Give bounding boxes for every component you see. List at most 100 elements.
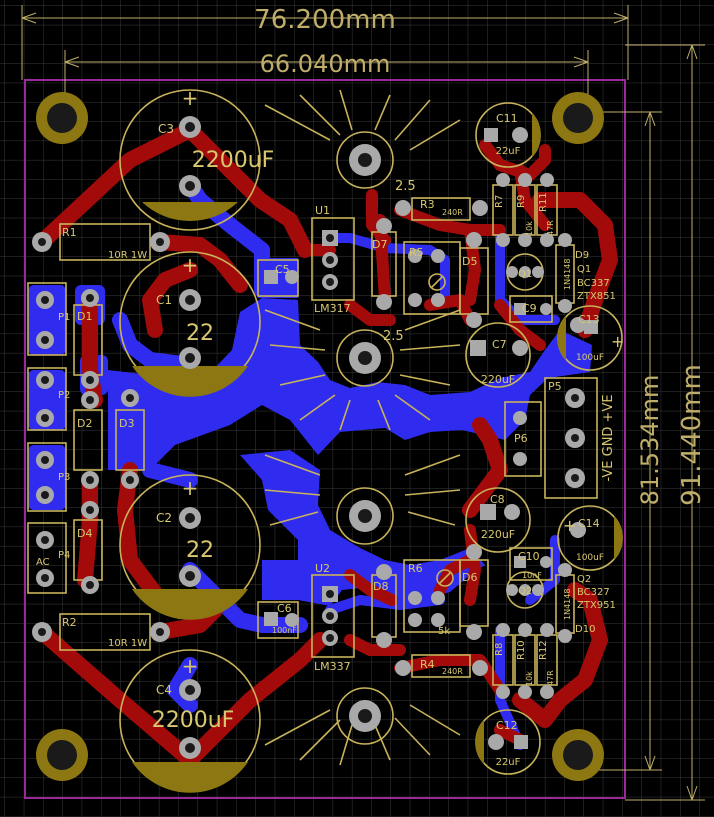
u2-ref: U2: [315, 562, 330, 575]
bottom-trace: [167, 657, 198, 713]
c6-ref: C6: [277, 602, 292, 615]
p1-ref: P1: [58, 312, 70, 323]
q2-ref-side: Q2: [577, 574, 591, 585]
heatsink-label-bottom: 2.5: [383, 329, 404, 344]
heatsink-screw: [349, 500, 381, 532]
top-trace: [82, 292, 103, 408]
d9-part: 1N4148: [563, 259, 572, 290]
r4-ref: R4: [420, 658, 435, 671]
q2-part1: BC327: [577, 587, 610, 598]
top-trace: [142, 262, 198, 338]
c2-ref: C2: [156, 511, 172, 525]
heatsink-outline: [264, 89, 461, 766]
capacitor-c6: [257, 601, 299, 639]
top-trace: [434, 554, 476, 596]
c11-ref: C11: [496, 112, 518, 125]
r2-value: 10R 1W: [108, 638, 147, 649]
top-trace: [152, 234, 248, 293]
p3-ref: P3: [58, 472, 70, 483]
dim-width-total: 76.200mm: [254, 5, 396, 35]
capacitor-c5: [257, 259, 299, 297]
p2-ref: P2: [58, 390, 70, 401]
connector-p2: [27, 367, 67, 431]
resistor-r4: [395, 654, 488, 678]
c4-value: 2200uF: [152, 708, 235, 733]
u1-ref: U1: [315, 204, 330, 217]
r3-ref: R3: [420, 198, 435, 211]
c1-value: 22: [186, 321, 214, 346]
bottom-trace: [112, 312, 198, 373]
c13-ref: C13: [578, 313, 600, 326]
r1-ref: R1: [62, 226, 77, 239]
c2-value: 22: [186, 538, 214, 563]
c3-value: 2200uF: [192, 148, 275, 173]
c3-ref: C3: [158, 122, 174, 136]
top-trace: [344, 299, 396, 326]
bottom-trace: [325, 233, 450, 305]
c11-value: 22uF: [496, 146, 521, 157]
r9-value: 10k: [525, 221, 534, 236]
capacitor-c11: [475, 102, 541, 168]
r7-ref: R7: [494, 195, 505, 208]
r3-value: 240R: [442, 208, 463, 217]
r4-value: 240R: [442, 667, 463, 676]
capacitor-c1: [119, 251, 261, 397]
capacitor-c4: [119, 649, 261, 793]
d4-ref: D4: [77, 527, 92, 540]
top-trace: [394, 204, 506, 236]
mounting-hole: [36, 92, 88, 144]
top-trace: [34, 122, 313, 258]
dim-width-board: 66.040mm: [260, 50, 391, 78]
d2-ref: D2: [77, 417, 92, 430]
diode-d1: [73, 289, 103, 389]
dim-height-board: 81.534mm: [636, 375, 664, 506]
top-trace: [344, 634, 406, 656]
q1-part1: BC337: [577, 278, 610, 289]
p6-ref: P6: [514, 432, 528, 445]
r11-ref: R11: [538, 192, 549, 212]
resistor-r10: [514, 623, 536, 699]
p4-ref: P4: [58, 550, 70, 561]
resistor-r8: [492, 623, 514, 699]
top-copper-layer: [34, 122, 618, 768]
resistor-r2: [32, 613, 170, 651]
board-outline: [24, 79, 626, 799]
q1-ref: Q1: [518, 269, 532, 280]
c12-value: 22uF: [496, 757, 521, 768]
top-trace: [479, 139, 551, 181]
p5-ref: P5: [548, 380, 562, 393]
top-trace: [394, 654, 506, 696]
bottom-trace: [142, 462, 198, 488]
mounting-hole: [552, 92, 604, 144]
diode-d3: [115, 389, 145, 489]
c10-value: 10nF: [522, 571, 542, 580]
transistor-q2: [506, 571, 544, 609]
resistor-r12: [536, 623, 558, 699]
diode-d9: [555, 233, 575, 313]
d6-ref: D6: [462, 571, 477, 584]
c14-ref: C14: [578, 517, 600, 530]
r12-ref: R12: [538, 640, 549, 660]
mounting-hole: [36, 729, 88, 781]
q1-part2: ZTX851: [577, 291, 616, 302]
bottom-trace: [182, 177, 270, 298]
diode-d10: [555, 563, 575, 643]
resistor-r9: [514, 173, 536, 247]
connector-p4: [27, 522, 67, 594]
capacitor-c14: [557, 505, 623, 571]
c4-ref: C4: [156, 683, 172, 697]
top-trace: [532, 192, 618, 338]
diode-d5: [459, 232, 489, 328]
diode-d6: [459, 544, 489, 640]
d5-ref: D5: [462, 255, 477, 268]
r8-ref: R8: [494, 643, 505, 656]
regulator-u2: [311, 574, 355, 658]
top-trace: [344, 569, 398, 606]
q2-part2: ZTX951: [577, 600, 616, 611]
dimension-lines: [21, 5, 705, 801]
bottom-copper-layer: [28, 177, 592, 750]
top-trace: [464, 524, 481, 606]
top-trace: [117, 462, 168, 608]
